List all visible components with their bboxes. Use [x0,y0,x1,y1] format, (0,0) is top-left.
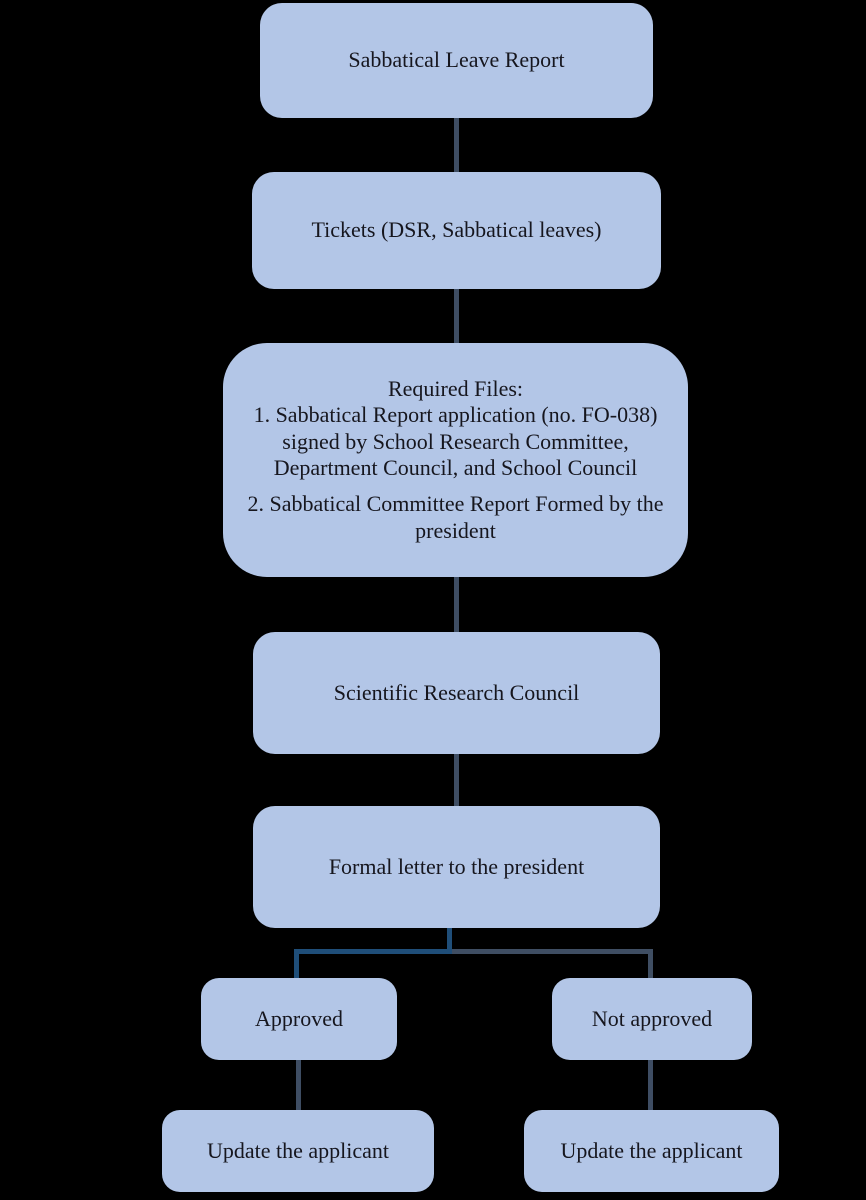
connector-branch-left-vertical [294,949,299,979]
node-update-applicant-left: Update the applicant [162,1110,434,1192]
connector-notapproved-update [648,1060,653,1111]
node-label: Formal letter to the president [328,853,585,879]
connector-report-tickets [454,118,459,172]
connector-branch-left-stub [447,928,452,954]
connector-approved-update [296,1060,301,1111]
node-label: Scientific Research Council [333,679,580,705]
node-label: Not approved [591,1005,713,1031]
connector-branch-left-horizontal [294,949,452,954]
node-sabbatical-leave-report: Sabbatical Leave Report [260,3,653,118]
node-tickets: Tickets (DSR, Sabbatical leaves) [252,172,661,289]
required-files-heading: Required Files: [387,375,524,401]
required-files-item2-line2: president [415,517,496,543]
connector-branch-right-horizontal [452,949,653,954]
node-required-files: Required Files: 1. Sabbatical Report app… [223,343,688,577]
required-files-item1-line2: signed by School Research Committee, [282,428,629,454]
node-not-approved: Not approved [552,978,752,1060]
connector-src-formalletter [454,754,459,806]
node-update-applicant-right: Update the applicant [524,1110,779,1192]
connector-tickets-requiredfiles [454,289,459,343]
required-files-item1-line3: Department Council, and School Council [273,455,638,480]
node-label: Tickets (DSR, Sabbatical leaves) [311,217,602,243]
node-formal-letter: Formal letter to the president [253,806,660,928]
node-approved: Approved [201,978,397,1060]
node-label: Update the applicant [206,1137,390,1163]
node-label: Update the applicant [560,1137,743,1163]
connector-requiredfiles-src [454,577,459,632]
required-files-item1-line1: 1. Sabbatical Report application (no. FO… [253,402,658,428]
node-label: Sabbatical Leave Report [348,47,565,73]
node-scientific-research-council: Scientific Research Council [253,632,660,754]
required-files-item2-line1: 2. Sabbatical Committee Report Formed by… [247,491,664,517]
node-label: Approved [255,1005,343,1031]
connector-branch-right-vertical [648,949,653,979]
